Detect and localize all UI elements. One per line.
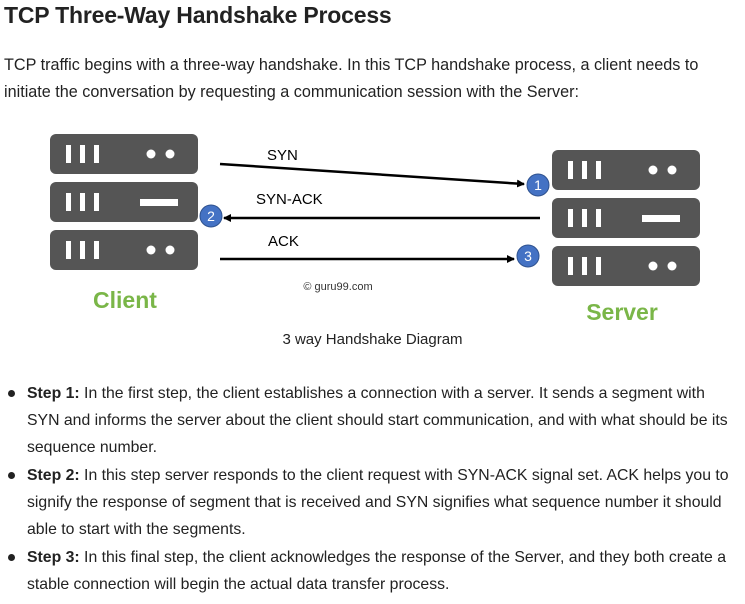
client-label: Client (93, 287, 157, 313)
watermark: © guru99.com (303, 281, 372, 293)
step-text: In this step server responds to the clie… (27, 467, 729, 538)
syn-label: SYN (267, 147, 298, 164)
step-3-badge: 3 (516, 244, 540, 268)
handshake-diagram-svg: SYN SYN-ACK ACK 1 2 3 Client Server © gu… (50, 134, 700, 325)
svg-text:3: 3 (524, 248, 532, 264)
step-1-badge: 1 (526, 173, 550, 197)
server-label: Server (586, 299, 658, 325)
step-text: In this final step, the client acknowled… (27, 549, 726, 593)
steps-list: Step 1: In the first step, the client es… (0, 380, 745, 599)
handshake-diagram: SYN SYN-ACK ACK 1 2 3 Client Server © gu… (0, 120, 745, 350)
list-item: Step 2: In this step server responds to … (0, 462, 745, 543)
bullet-icon (8, 554, 15, 561)
step-label: Step 2: (27, 467, 80, 484)
intro-paragraph: TCP traffic begins with a three-way hand… (4, 56, 699, 101)
bullet-icon (8, 390, 15, 397)
step-label: Step 3: (27, 549, 80, 566)
svg-text:2: 2 (207, 208, 215, 224)
server-server-icon (552, 150, 700, 286)
diagram-caption: 3 way Handshake Diagram (282, 331, 463, 348)
svg-text:1: 1 (534, 177, 542, 193)
list-item: Step 3: In this final step, the client a… (0, 544, 745, 598)
list-item: Step 1: In the first step, the client es… (0, 380, 745, 461)
client-server-icon (50, 134, 198, 270)
step-label: Step 1: (27, 385, 80, 402)
syn-arrow (219, 162, 525, 188)
syn-ack-label: SYN-ACK (256, 191, 323, 208)
ack-label: ACK (268, 233, 299, 250)
bullet-icon (8, 472, 15, 479)
step-2-badge: 2 (199, 204, 223, 228)
page-title: TCP Three-Way Handshake Process (4, 2, 392, 28)
step-text: In the first step, the client establishe… (27, 385, 728, 456)
